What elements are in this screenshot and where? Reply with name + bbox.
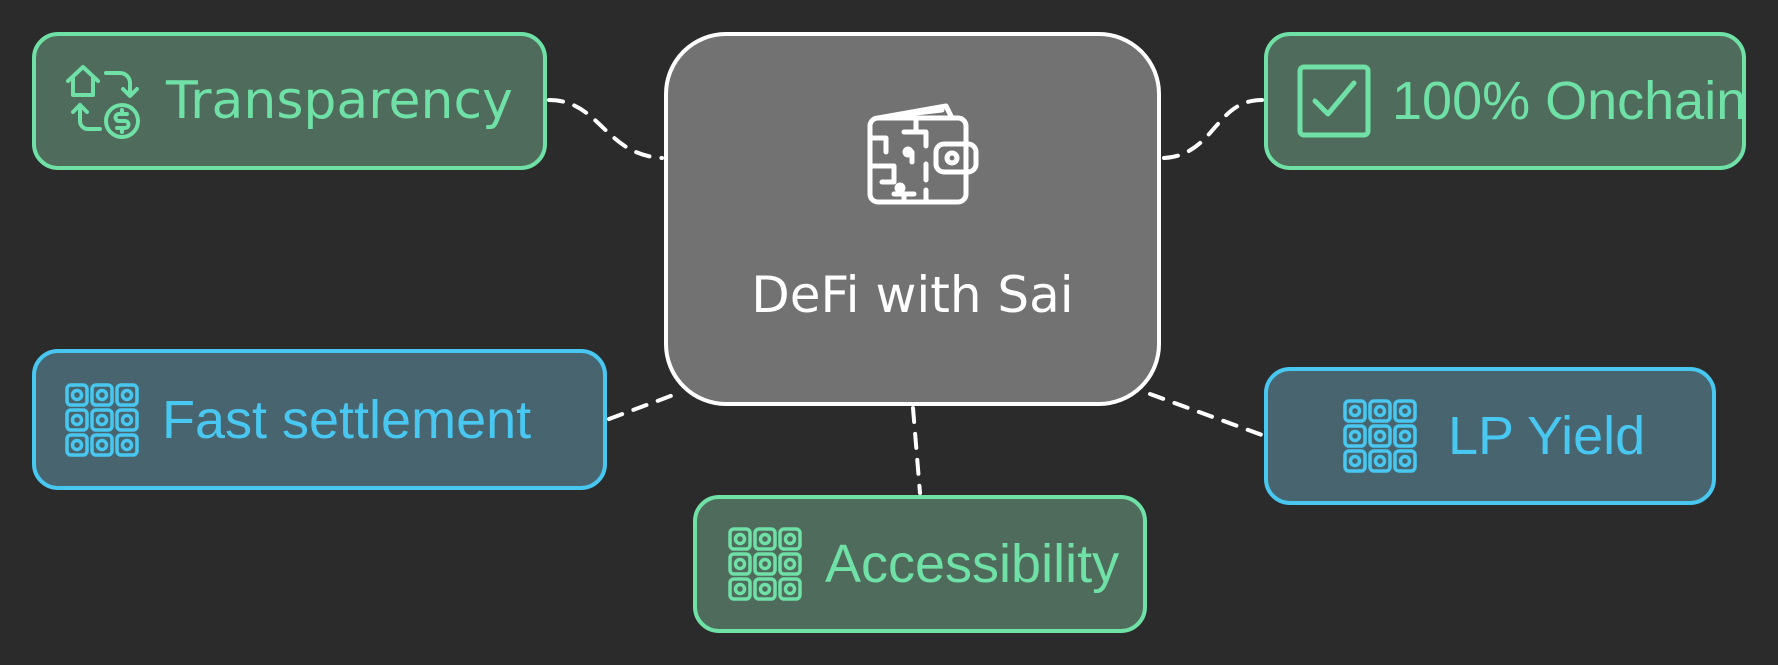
connector-onchain [1162, 98, 1264, 160]
node-onchain-label: 100% Onchain [1392, 71, 1747, 131]
connector-transparency [547, 98, 664, 160]
node-fast-settlement-label: Fast settlement [162, 389, 532, 450]
connector-fast-settlement [607, 392, 678, 421]
exchange-icon [64, 61, 144, 141]
wallet-icon [864, 102, 982, 212]
node-accessibility-label: Accessibility [825, 534, 1120, 594]
blockchain-grid-icon [727, 526, 803, 602]
node-lp-yield: LP Yield [1264, 367, 1716, 505]
blockchain-grid-icon [1342, 398, 1418, 474]
blockchain-grid-icon [64, 382, 140, 458]
connector-accessibility [911, 406, 922, 495]
center-title: DeFi with Sai [751, 266, 1074, 324]
checkbox-icon [1296, 63, 1372, 139]
node-transparency: Transparency [32, 32, 547, 170]
node-lp-yield-label: LP Yield [1448, 406, 1646, 466]
connector-lp-yield [1148, 392, 1264, 437]
node-accessibility: Accessibility [693, 495, 1147, 633]
center-node: DeFi with Sai [664, 32, 1161, 406]
node-transparency-label: Transparency [166, 71, 513, 131]
node-fast-settlement: Fast settlement [32, 349, 607, 490]
node-onchain: 100% Onchain [1264, 32, 1746, 170]
